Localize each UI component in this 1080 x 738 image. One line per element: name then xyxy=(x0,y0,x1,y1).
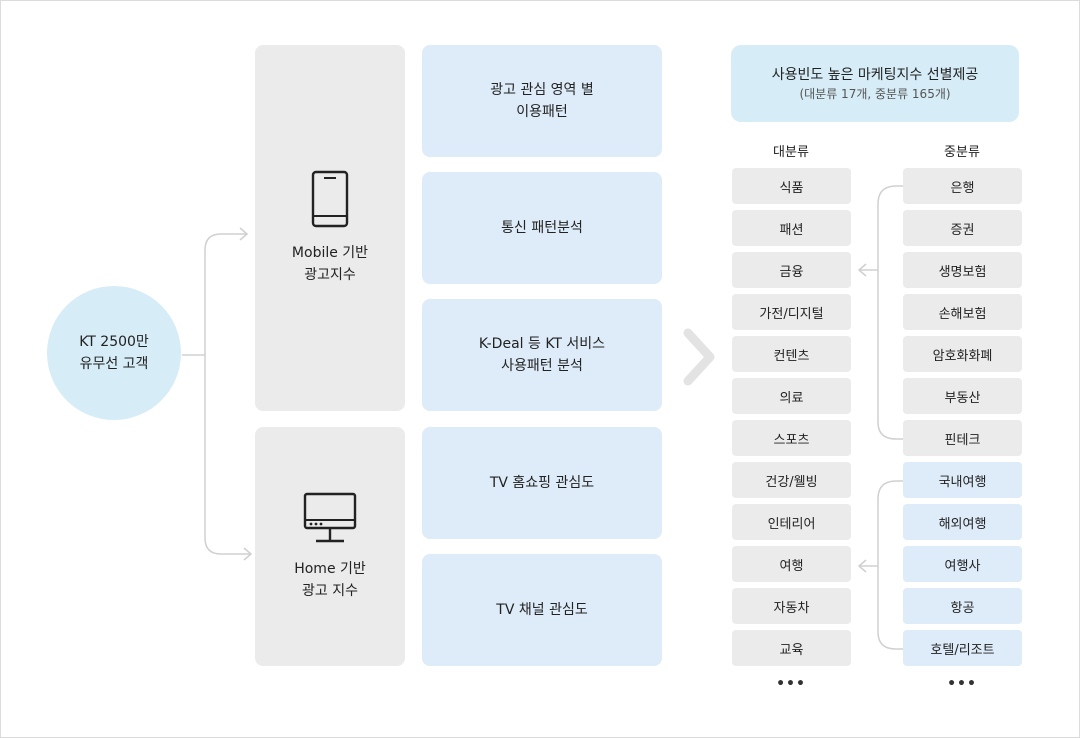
major-category-item: 식품 xyxy=(732,168,851,204)
connector-to-mobile xyxy=(204,233,247,355)
index-header: 사용빈도 높은 마케팅지수 선별제공 (대분류 17개, 중분류 165개) xyxy=(731,45,1019,122)
analysis-box-line2: 사용패턴 분석 xyxy=(501,358,583,374)
major-category-heading: 대분류 xyxy=(773,144,809,160)
minor-category-item: 여행사 xyxy=(903,546,1022,582)
mobile-panel-line2: 광고지수 xyxy=(304,267,356,283)
arrowhead-mobile xyxy=(239,227,249,241)
customer-line1: KT 2500만 xyxy=(79,334,149,350)
minor-category-item: 은행 xyxy=(903,168,1022,204)
minor-category-heading: 중분류 xyxy=(944,144,980,160)
home-panel-line2: 광고 지수 xyxy=(302,582,358,599)
analysis-box-usage-pattern: 광고 관심 영역 별 이용패턴 xyxy=(422,45,662,157)
minor-category-item: 해외여행 xyxy=(903,504,1022,540)
index-header-title: 사용빈도 높은 마케팅지수 선별제공 xyxy=(771,66,979,83)
smartphone-icon xyxy=(311,170,349,228)
minor-more-indicator: ••• xyxy=(947,676,977,692)
chevron-right-icon xyxy=(683,328,715,386)
bracket-travel xyxy=(877,480,903,650)
minor-category-item: 항공 xyxy=(903,588,1022,624)
tv-monitor-icon xyxy=(303,492,357,542)
minor-category-item: 증권 xyxy=(903,210,1022,246)
analysis-box-line2: 이용패턴 xyxy=(516,104,568,120)
analysis-box-line1: TV 채널 관심도 xyxy=(496,602,588,618)
minor-category-item: 국내여행 xyxy=(903,462,1022,498)
major-category-item: 교육 xyxy=(732,630,851,666)
arrowhead-travel xyxy=(857,559,867,573)
minor-category-item: 생명보험 xyxy=(903,252,1022,288)
minor-category-item: 호텔/리조트 xyxy=(903,630,1022,666)
arrowhead-finance xyxy=(857,263,867,277)
analysis-box-kdeal: K-Deal 등 KT 서비스 사용패턴 분석 xyxy=(422,299,662,411)
minor-category-item: 부동산 xyxy=(903,378,1022,414)
major-category-item: 여행 xyxy=(732,546,851,582)
index-header-subtitle: (대분류 17개, 중분류 165개) xyxy=(799,86,951,101)
mobile-panel: Mobile 기반 광고지수 xyxy=(255,45,405,411)
major-category-item: 가전/디지털 xyxy=(732,294,851,330)
customer-circle: KT 2500만 유무선 고객 xyxy=(47,286,181,420)
analysis-box-line1: TV 홈쇼핑 관심도 xyxy=(489,475,595,491)
home-panel: Home 기반 광고 지수 xyxy=(255,427,405,666)
minor-category-item: 손해보험 xyxy=(903,294,1022,330)
home-panel-line1: Home 기반 xyxy=(294,560,366,577)
customer-line2: 유무선 고객 xyxy=(79,356,149,372)
arrowhead-home xyxy=(243,547,253,561)
analysis-box-telecom: 통신 패턴분석 xyxy=(422,172,662,284)
connector-to-home xyxy=(204,355,251,555)
analysis-box-tv-shopping: TV 홈쇼핑 관심도 xyxy=(422,427,662,539)
mobile-panel-line1: Mobile 기반 xyxy=(291,245,369,261)
major-category-item: 인테리어 xyxy=(732,504,851,540)
analysis-box-tv-channel: TV 채널 관심도 xyxy=(422,554,662,666)
major-category-item: 의료 xyxy=(732,378,851,414)
major-category-item: 패션 xyxy=(732,210,851,246)
major-category-item: 건강/웰빙 xyxy=(732,462,851,498)
major-category-item: 스포츠 xyxy=(732,420,851,456)
bracket-finance xyxy=(877,185,903,440)
major-category-item: 컨텐츠 xyxy=(732,336,851,372)
minor-category-item: 핀테크 xyxy=(903,420,1022,456)
analysis-box-line1: 통신 패턴분석 xyxy=(501,220,583,236)
analysis-box-line1: K-Deal 등 KT 서비스 xyxy=(478,336,606,352)
major-more-indicator: ••• xyxy=(776,676,806,692)
major-category-item: 자동차 xyxy=(732,588,851,624)
minor-category-item: 암호화화폐 xyxy=(903,336,1022,372)
analysis-box-line1: 광고 관심 영역 별 xyxy=(490,82,594,98)
major-category-item: 금융 xyxy=(732,252,851,288)
